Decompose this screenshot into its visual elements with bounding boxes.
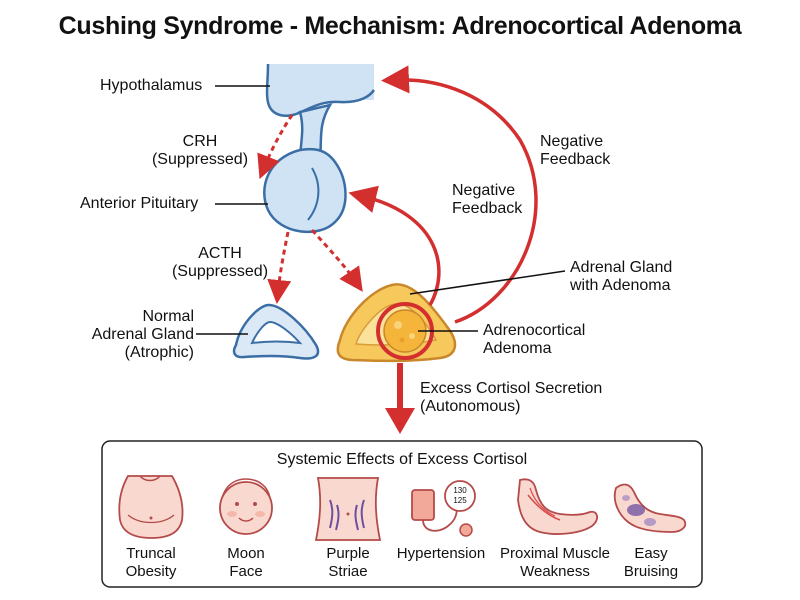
systemic-effects-box bbox=[101, 440, 703, 588]
effect-label-proximal-muscle-weakness: Proximal Muscle Weakness bbox=[499, 545, 611, 580]
truncal-obesity-icon bbox=[118, 475, 184, 539]
page-title: Cushing Syndrome - Mechanism: Adrenocort… bbox=[58, 12, 742, 40]
blood-pressure-gauge-icon: 130 125 bbox=[411, 480, 476, 537]
effect-label-hypertension: Hypertension bbox=[396, 545, 486, 562]
acth-arrow-normal bbox=[267, 231, 292, 304]
normal-adrenal-gland bbox=[232, 303, 320, 360]
anterior-pituitary-shape bbox=[263, 147, 347, 234]
label-anterior-pituitary: Anterior Pituitary bbox=[80, 195, 199, 212]
acth-arrow-adenoma bbox=[310, 228, 363, 292]
label-hypothalamus: Hypothalamus bbox=[100, 77, 203, 94]
label-adrenal-with-adenoma: Adrenal Gland with Adenoma bbox=[570, 259, 673, 294]
effect-label-purple-striae: Purple Striae bbox=[326, 545, 370, 580]
purple-striae-icon bbox=[314, 477, 382, 541]
adrenal-adenoma-leader bbox=[409, 270, 566, 295]
negative-feedback-arrow-outer bbox=[381, 65, 538, 324]
gauge-bottom-value: 125 bbox=[453, 496, 467, 505]
label-negative-feedback-outer: Negative Feedback bbox=[540, 133, 611, 168]
arm-muscle-icon bbox=[517, 478, 598, 535]
crh-arrow bbox=[257, 114, 294, 180]
label-normal-adrenal: Normal Adrenal Gland (Atrophic) bbox=[91, 308, 194, 361]
negative-feedback-arrow-inner bbox=[348, 185, 441, 306]
effect-label-truncal-obesity: Truncal Obesity bbox=[125, 545, 177, 580]
moon-face-icon bbox=[219, 478, 273, 535]
effect-label-easy-bruising: Easy Bruising bbox=[623, 545, 679, 580]
label-acth: ACTH (Suppressed) bbox=[171, 245, 269, 280]
label-negative-feedback-inner: Negative Feedback bbox=[452, 182, 523, 217]
bruised-arm-icon bbox=[613, 483, 687, 533]
systemic-effects-title: Systemic Effects of Excess Cortisol bbox=[276, 451, 528, 468]
effect-label-moon-face: Moon Face bbox=[227, 545, 265, 580]
excess-cortisol-arrowhead bbox=[385, 408, 415, 434]
label-crh: CRH (Suppressed) bbox=[151, 133, 249, 168]
brain-structure bbox=[265, 63, 376, 118]
label-adrenocortical-adenoma: Adrenocortical Adenoma bbox=[483, 322, 586, 357]
gauge-top-value: 130 bbox=[453, 486, 467, 495]
label-excess-cortisol: Excess Cortisol Secretion (Autonomous) bbox=[420, 380, 603, 415]
